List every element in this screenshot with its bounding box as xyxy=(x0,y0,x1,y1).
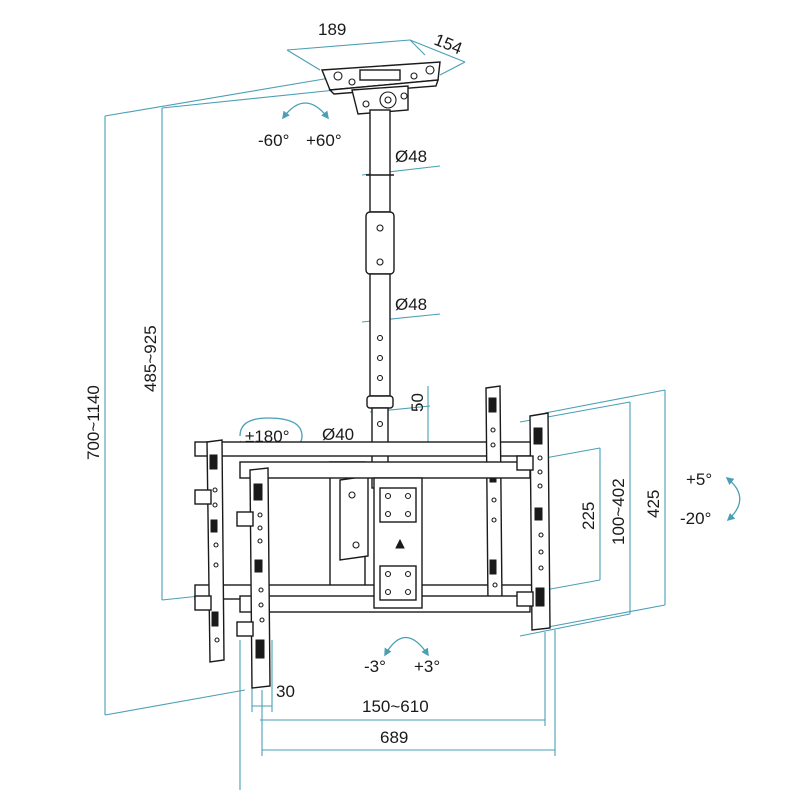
plate-width-label: 189 xyxy=(318,20,346,39)
bracket-width-label: 30 xyxy=(276,682,295,701)
tilt-up-label: +5° xyxy=(686,470,712,489)
tilt-down-label: -20° xyxy=(680,509,711,528)
tube-upper-label: Ø48 xyxy=(395,147,427,166)
swivel-left-label: -60° xyxy=(258,131,289,150)
swivel-right-label: +60° xyxy=(306,131,342,150)
front-frame xyxy=(194,412,551,689)
tube-end-label: 50 xyxy=(408,393,427,412)
ceiling-plate xyxy=(320,61,441,115)
rotate-label: ±180° xyxy=(245,427,290,446)
frame-width-label: 689 xyxy=(380,728,408,747)
vesa-vertical-range-label: 100~402 xyxy=(609,478,628,545)
telescopic-pole xyxy=(365,109,395,489)
tube-mid-label: Ø48 xyxy=(395,295,427,314)
dimension-labels: 189 154 -60° +60° Ø48 Ø48 Ø40 50 ±180° 7… xyxy=(84,20,712,747)
plate-depth-label: 154 xyxy=(432,30,465,58)
level-right-label: +3° xyxy=(414,657,440,676)
vesa-horizontal-range-label: 150~610 xyxy=(362,697,429,716)
total-height-label: 700~1140 xyxy=(84,385,103,460)
level-left-label: -3° xyxy=(364,657,386,676)
pole-length-label: 485~925 xyxy=(141,325,160,392)
mount-drawing xyxy=(194,61,551,689)
tube-lower-label: Ø40 xyxy=(322,425,354,444)
vesa-vertical-min-label: 225 xyxy=(579,502,598,530)
frame-height-label: 425 xyxy=(644,490,663,518)
